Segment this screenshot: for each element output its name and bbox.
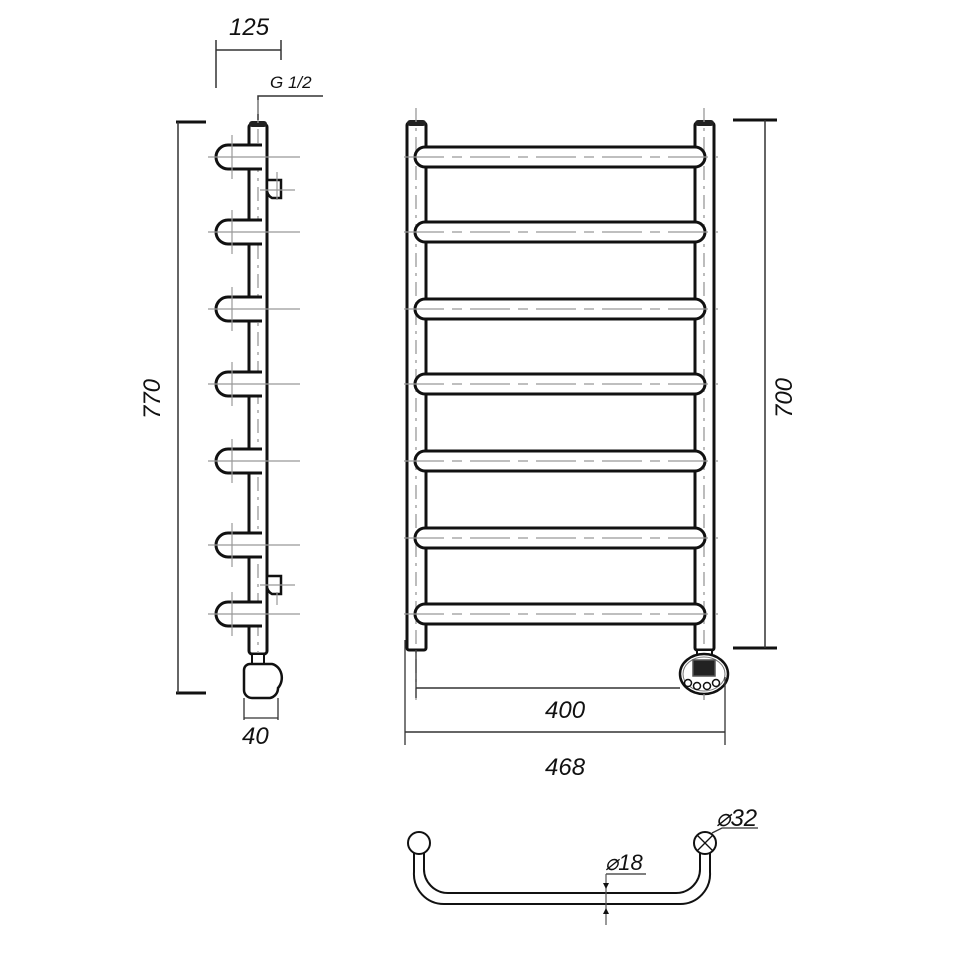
bar-diameter-label: ⌀18 — [605, 850, 643, 875]
front-view — [402, 108, 777, 745]
connection-thread-label: G 1/2 — [270, 73, 312, 92]
overall-width-label: 468 — [545, 754, 586, 781]
center-distance-label: 400 — [545, 697, 586, 724]
post-diameter-label: ⌀32 — [716, 805, 758, 832]
depth-dimension-label: 125 — [229, 14, 270, 41]
overall-height-label: 770 — [139, 378, 166, 420]
heater-control-unit — [678, 649, 730, 700]
side-view — [176, 40, 323, 720]
top-view — [407, 827, 758, 925]
heater-width-label: 40 — [242, 723, 269, 750]
post-height-label: 700 — [771, 377, 798, 419]
